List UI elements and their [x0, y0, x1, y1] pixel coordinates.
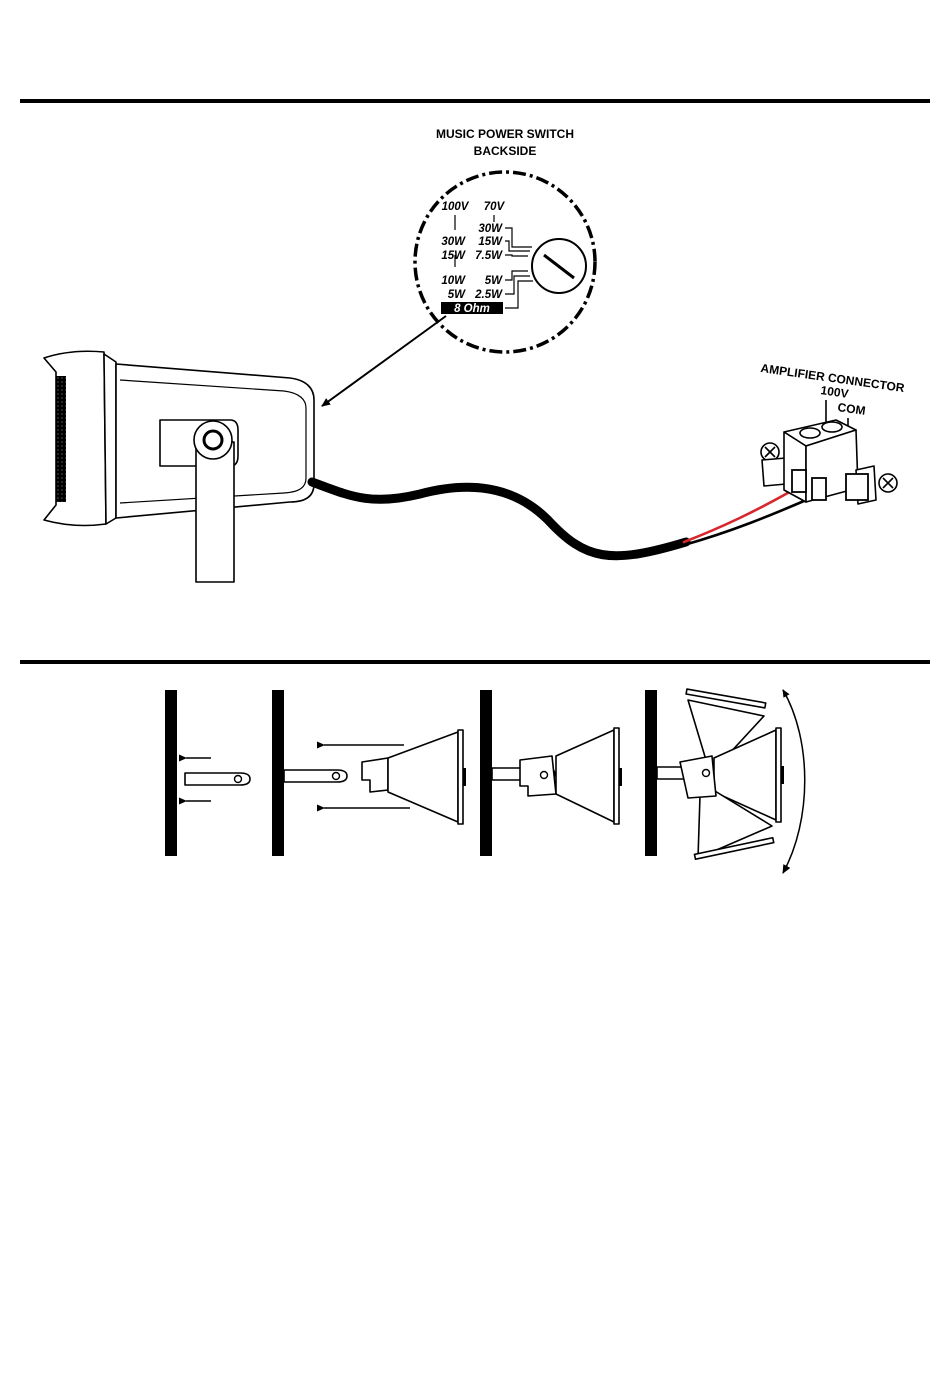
amplifier-connector: AMPLIFIER CONNECTOR 100V COM [760, 361, 906, 504]
speaker-side-view [44, 351, 314, 582]
col-70v-label: 70V [484, 201, 506, 213]
row5-70v-value: 2.5W [474, 289, 503, 301]
horn-bracket-2 [362, 758, 388, 792]
row3-100v-value: 15W [441, 250, 466, 262]
terminal-slot-100v [792, 470, 806, 492]
horn-speaker-3 [556, 730, 614, 822]
terminal-screw-100v [800, 428, 820, 438]
speaker-cable [312, 482, 820, 556]
row3-70v-value: 7.5W [475, 250, 503, 262]
horn-bracket-3 [520, 756, 556, 796]
top-divider [20, 99, 930, 103]
wall-1 [165, 690, 177, 856]
wall-2 [272, 690, 284, 856]
col-100v-label: 100V [442, 201, 470, 213]
wire-black [684, 494, 820, 545]
terminal-com-label: COM [837, 400, 867, 418]
speaker-grille [56, 376, 66, 502]
wire-red [684, 486, 800, 542]
middle-divider [20, 660, 930, 664]
mounting-step-3 [480, 690, 622, 856]
row2-100v-value: 30W [441, 236, 466, 248]
wall-3 [480, 690, 492, 856]
wall-4 [645, 690, 657, 856]
ohm-label: 8 Ohm [454, 303, 490, 315]
mounting-step-1 [165, 690, 250, 856]
terminal-100v-label: 100V [820, 383, 850, 401]
mount-bracket-arm [196, 442, 234, 582]
mounting-step-4 [645, 689, 805, 873]
mounting-step-2 [272, 690, 466, 856]
switch-callout-arrow [322, 316, 446, 406]
switch-row-5: 5W 2.5W [448, 289, 503, 301]
switch-panel: MUSIC POWER SWITCH BACKSIDE 100V 70V 30W… [322, 127, 595, 406]
row2-70v-value: 15W [478, 236, 503, 248]
row1-70v-value: 30W [478, 223, 503, 235]
row5-100v-value: 5W [448, 289, 466, 301]
switch-row-1: 30W [478, 223, 503, 235]
terminal-slot-com [812, 478, 826, 500]
terminal-screw-com [822, 422, 842, 432]
switch-title-line2: BACKSIDE [474, 144, 537, 158]
mount-bolt [204, 431, 222, 449]
tilt-range-arrow [783, 690, 805, 873]
row4-70v-value: 5W [485, 275, 503, 287]
row4-100v-value: 10W [441, 275, 466, 287]
switch-title-line1: MUSIC POWER SWITCH [436, 127, 574, 141]
